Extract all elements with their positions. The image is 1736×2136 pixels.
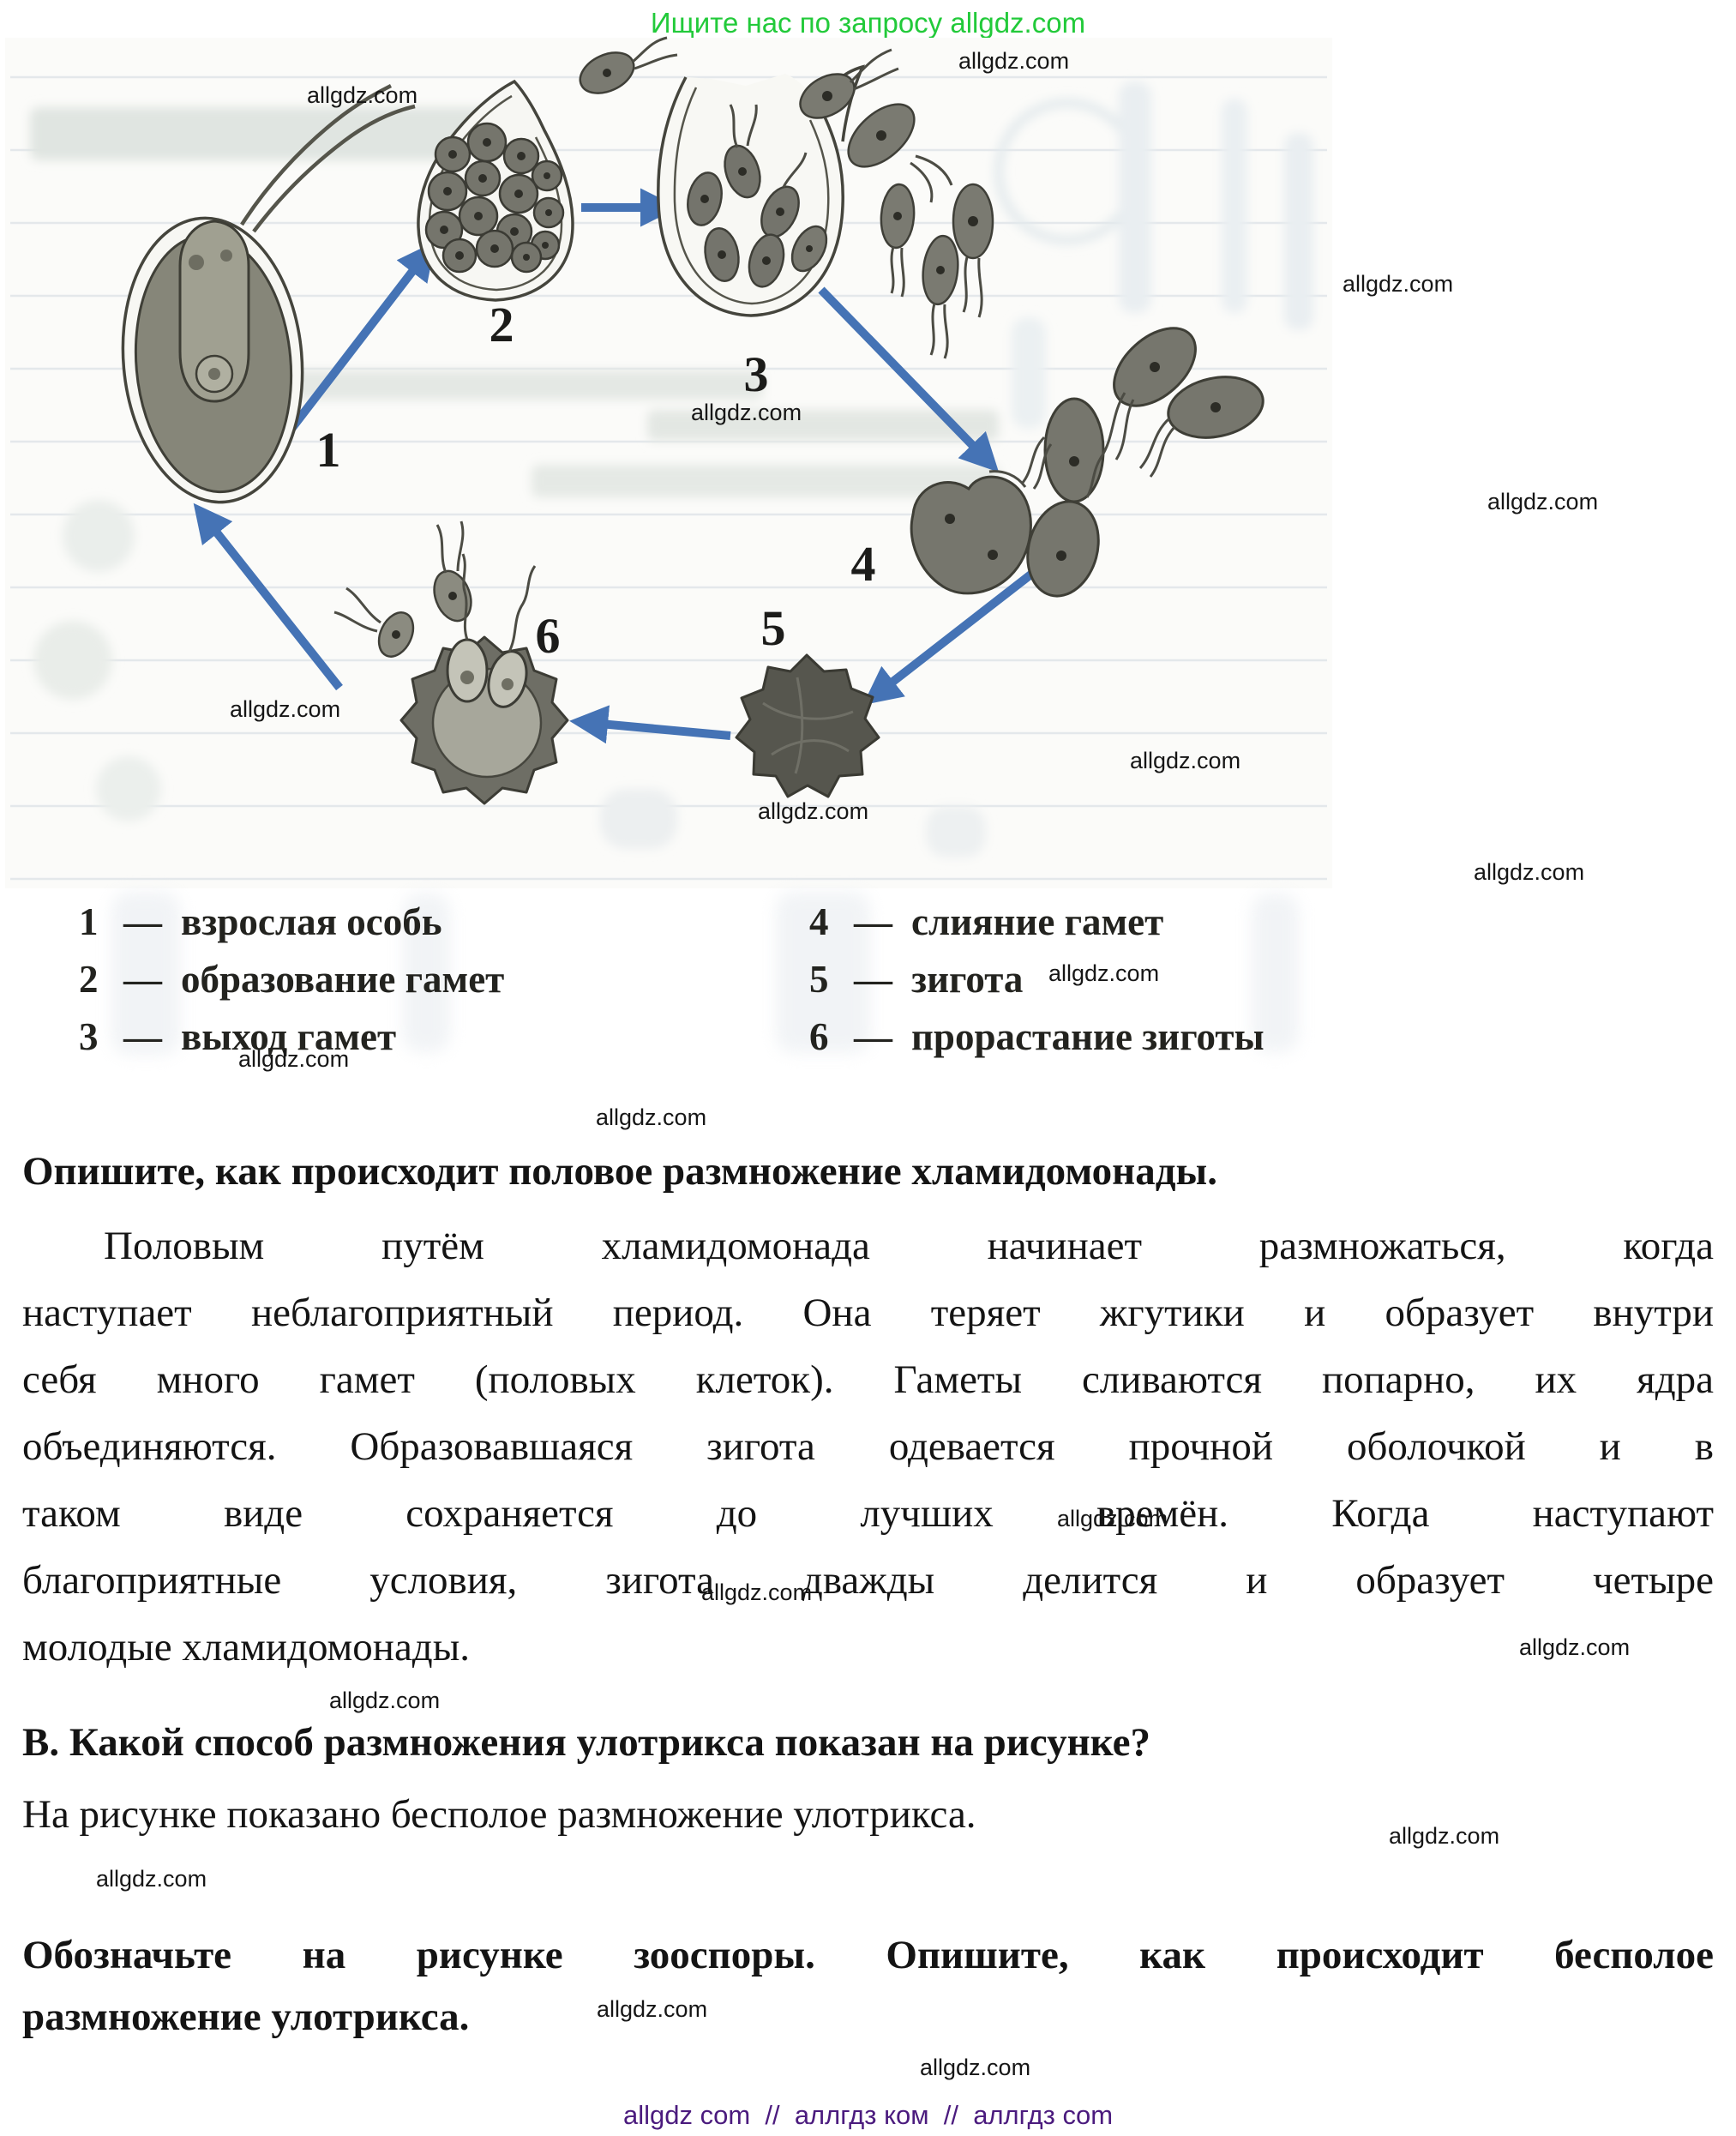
arrow-stage3-to-stage4: [818, 286, 1000, 472]
legend-item-2: 2 — образование гамет: [79, 951, 504, 1008]
answer-line: благоприятные условия, зигота дважды дел…: [22, 1558, 1714, 1603]
stage-number-3: 3: [744, 346, 769, 402]
legend-label: слияние гамет: [911, 900, 1164, 943]
stage-zygote-germination: 6: [333, 520, 569, 805]
footer-seo-line: allgdz com // аллгдз ком // аллгдз com: [622, 2100, 1114, 2130]
watermark: allgdz.com: [701, 1579, 813, 1605]
legend-dash: —: [123, 958, 162, 1001]
legend-dash: —: [854, 958, 892, 1001]
q3-heading: Обозначьте на рисунке зооспоры. Опишите,…: [22, 1924, 1714, 2048]
legend-label: прорастание зиготы: [911, 1015, 1264, 1058]
free-gametes: [579, 36, 994, 359]
watermark: allgdz.com: [596, 1104, 707, 1130]
answer-line: Половым путём хламидомонада начинает раз…: [104, 1224, 1714, 1268]
legend-label: зигота: [911, 958, 1024, 1001]
q3-heading-line: размножение улотрикса.: [22, 1995, 470, 2039]
arrow-stage6-to-stage1: [193, 502, 343, 691]
legend-label: образование гамет: [181, 958, 505, 1001]
q3-heading-line: Обозначьте на рисунке зооспоры. Опишите,…: [22, 1933, 1714, 1977]
answer-line: объединяются. Образовавшаяся зигота одев…: [22, 1424, 1714, 1469]
legend-item-3: 3 — выход гамет: [79, 1008, 504, 1066]
stage-zygote: 5: [735, 600, 880, 798]
legend-number: 4: [809, 900, 829, 943]
legend-number: 1: [79, 900, 99, 943]
stage-number-4: 4: [851, 536, 876, 592]
ghost-strip: [403, 894, 450, 1052]
watermark: allgdz.com: [758, 798, 869, 824]
q1-answer: Половым путём хламидомонада начинает раз…: [22, 1212, 1714, 1681]
legend-number: 3: [79, 1015, 99, 1058]
watermark: allgdz.com: [1487, 489, 1599, 514]
watermark: allgdz.com: [1048, 960, 1160, 986]
gamete-flagella: [632, 36, 983, 359]
answer-line: наступает неблагоприятный период. Она те…: [22, 1291, 1714, 1335]
q2-answer: На рисунке показано бесполое размножение…: [22, 1792, 976, 1837]
watermark: allgdz.com: [1519, 1634, 1631, 1660]
legend-item-5: 5 — зигота: [809, 951, 1264, 1008]
stage-gamete-fusion: 4: [851, 327, 1264, 598]
watermark: allgdz.com: [238, 1046, 350, 1072]
legend-dash: —: [123, 1015, 162, 1058]
watermark: allgdz.com: [1343, 271, 1454, 297]
watermark: allgdz.com: [1474, 859, 1585, 885]
watermark: allgdz.com: [597, 1996, 708, 2022]
watermark: allgdz.com: [329, 1688, 441, 1713]
ghost-strip: [776, 892, 870, 1053]
ghost-strip: [1252, 894, 1299, 1052]
stage-number-2: 2: [490, 297, 514, 352]
legend-dash: —: [854, 1015, 892, 1058]
stage-gamete-formation: 2: [417, 79, 574, 352]
stage-adult-cell: 1: [121, 83, 416, 504]
stage-number-6: 6: [536, 608, 561, 664]
legend-label: взрослая особь: [181, 900, 442, 943]
arrow-stage4-to-stage5: [862, 569, 1036, 706]
watermark: allgdz.com: [920, 2055, 1031, 2080]
promo-banner: Ищите нас по запросу allgdz.com: [650, 7, 1086, 39]
legend-column-left: 1 — взрослая особь 2 — образование гамет…: [79, 894, 504, 1066]
flagella: [240, 83, 416, 233]
q1-heading: Опишите, как происходит половое размноже…: [22, 1149, 1217, 1194]
legend-dash: —: [854, 900, 892, 943]
answer-line: себя много гамет (половых клеток). Гамет…: [22, 1357, 1714, 1402]
legend-item-6: 6 — прорастание зиготы: [809, 1008, 1264, 1066]
arrow-stage1-to-stage2: [288, 241, 436, 432]
watermark: allgdz.com: [691, 400, 802, 425]
legend-item-1: 1 — взрослая особь: [79, 894, 504, 951]
answer-line: молодые хламидомонады.: [22, 1625, 471, 1670]
stage-number-5: 5: [761, 600, 786, 656]
watermark: allgdz.com: [958, 48, 1070, 74]
arrow-stage5-to-stage6: [569, 705, 731, 744]
q2-heading: В. Какой способ размножения улотрикса по…: [22, 1720, 1150, 1765]
legend-number: 5: [809, 958, 829, 1001]
bleed-through-ghosts: [30, 81, 1313, 857]
legend-column-right: 4 — слияние гамет 5 — зигота 6 — прораст…: [809, 894, 1264, 1066]
legend-number: 6: [809, 1015, 829, 1058]
watermark: allgdz.com: [96, 1866, 207, 1892]
watermark: allgdz.com: [1057, 1506, 1168, 1531]
watermark: allgdz.com: [1130, 748, 1241, 773]
legend-number: 2: [79, 958, 99, 1001]
watermark: allgdz.com: [230, 696, 341, 722]
answer-line: таком виде сохраняется до лучших времён.…: [22, 1491, 1714, 1536]
legend-label: выход гамет: [181, 1015, 397, 1058]
ghost-strip: [111, 892, 180, 1055]
life-cycle-diagram: 1 2: [0, 34, 1337, 892]
watermark: allgdz.com: [1389, 1823, 1500, 1849]
watermark: allgdz.com: [307, 82, 418, 108]
legend-item-4: 4 — слияние гамет: [809, 894, 1264, 951]
legend-dash: —: [123, 900, 162, 943]
cycle-arrows: [193, 188, 1036, 744]
stage-number-1: 1: [316, 422, 341, 478]
